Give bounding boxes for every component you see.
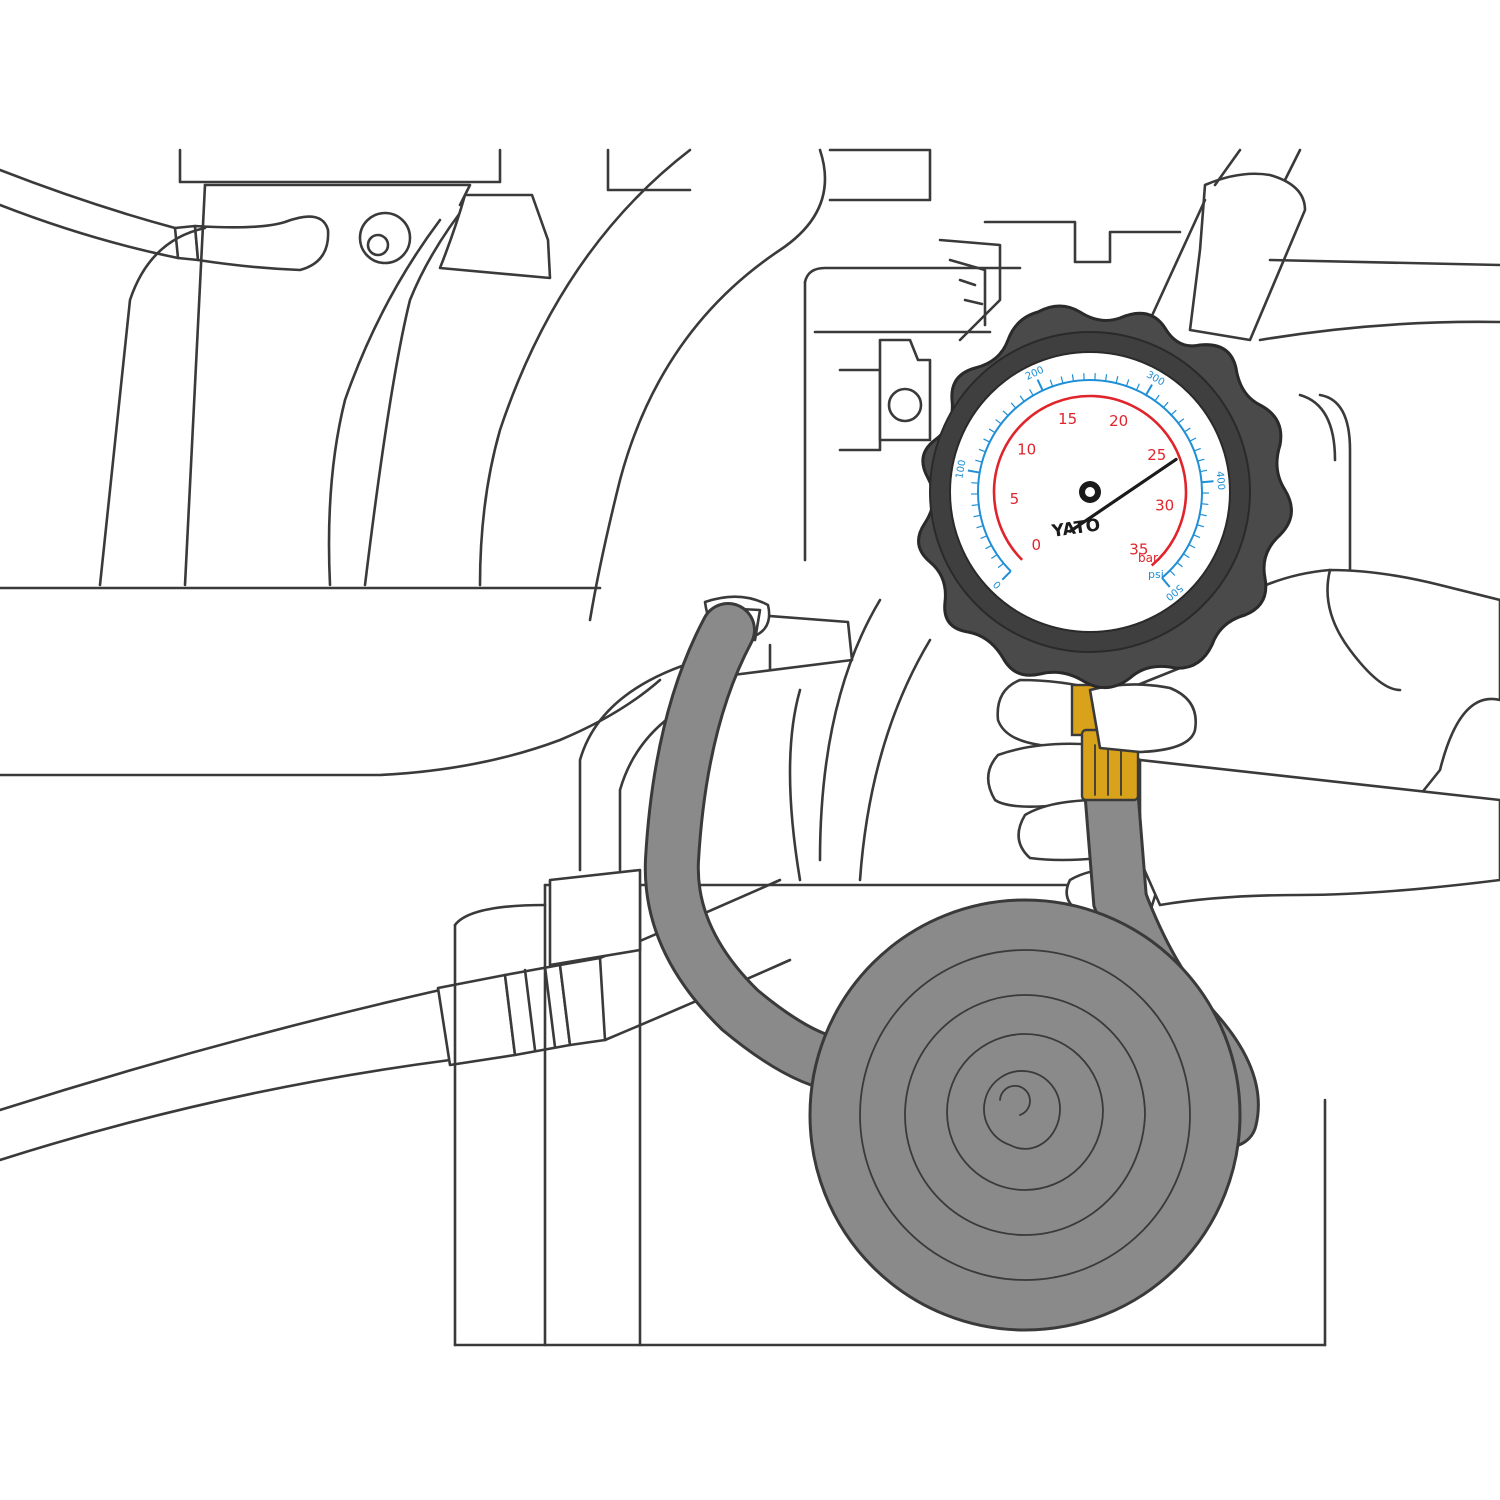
psi-scale-tick (1125, 379, 1130, 387)
psi-scale-tick (1029, 389, 1034, 396)
psi-scale-tick (1010, 402, 1017, 409)
bar-scale-label: 15 (1058, 410, 1077, 428)
bar-scale-label: 10 (1017, 440, 1036, 458)
hose-coil (808, 898, 1242, 1332)
bar-scale-label: 20 (1109, 412, 1128, 430)
psi-scale-tick (971, 482, 979, 484)
psi-scale-tick (976, 525, 984, 529)
psi-scale-tick (973, 514, 981, 518)
psi-scale-tick (1201, 503, 1209, 506)
psi-scale-tick (1104, 374, 1108, 382)
psi-scale-tick (1189, 437, 1197, 442)
psi-scale-tick (985, 544, 992, 550)
psi-scale-tick (1060, 376, 1064, 384)
psi-scale-tick (1169, 570, 1176, 576)
psi-scale-tick (983, 438, 991, 443)
psi-scale-tick (971, 504, 979, 507)
psi-scale-tick (1201, 480, 1214, 484)
psi-scale-tick (1154, 394, 1160, 402)
psi-scale-tick (1193, 534, 1201, 539)
gauge-psi-unit: psi (1148, 568, 1164, 581)
bar-scale-label: 35 (1129, 541, 1148, 559)
psi-scale-tick (1036, 379, 1044, 391)
psi-scale-tick (991, 554, 998, 560)
bar-scale-label: 25 (1147, 446, 1166, 464)
psi-scale-tick (997, 562, 1004, 569)
gauge-bar-unit: bar (1138, 551, 1158, 565)
psi-scale-tick (1019, 395, 1025, 402)
engine-bay-lineart (0, 148, 1500, 1347)
gauge-needle (1068, 457, 1178, 533)
psi-scale-tick (995, 419, 1002, 425)
psi-scale-label: 100 (954, 459, 968, 480)
psi-scale-tick (980, 535, 988, 540)
psi-scale-tick (1135, 383, 1140, 391)
psi-scale-label: 400 (1214, 471, 1227, 491)
bar-scale-label: 30 (1155, 497, 1174, 515)
needle-hub-inner (1085, 487, 1095, 497)
psi-scale-ticks (967, 373, 1214, 588)
psi-scale-tick (1200, 469, 1208, 473)
psi-scale-tick (1001, 570, 1012, 581)
bar-scale-labels: 0 5 10 15 20 25 30 35 (1010, 410, 1175, 559)
psi-scale-tick (1161, 577, 1171, 588)
bar-scale-label: 5 (1010, 490, 1020, 508)
psi-scale-tick (1170, 409, 1177, 416)
bar-scale-ring (992, 394, 1188, 567)
psi-scale-tick (1188, 544, 1196, 549)
psi-scale-tick (1196, 524, 1204, 528)
psi-scale-tick (1177, 418, 1185, 424)
psi-scale-tick (1193, 447, 1201, 452)
psi-scale-tick (988, 428, 996, 434)
psi-scale-arc (976, 379, 1203, 579)
psi-scale-tick (978, 448, 986, 453)
psi-scale-tick (1002, 410, 1009, 417)
psi-scale-tick (1071, 374, 1075, 382)
psi-scale-tick (1115, 376, 1119, 384)
bar-scale-label: 0 (1031, 536, 1041, 554)
psi-scale-tick (1184, 427, 1191, 433)
psi-scale-tick (1145, 384, 1153, 396)
psi-scale-tick (1176, 562, 1183, 568)
psi-scale-tick (1199, 513, 1207, 517)
psi-scale-tick (1183, 553, 1190, 559)
psi-scale-tick (1163, 401, 1169, 408)
psi-scale-tick (967, 469, 980, 474)
psi-scale-tick (1197, 458, 1205, 462)
psi-scale-tick (975, 459, 983, 463)
hand-fingers-front (1088, 683, 1198, 754)
psi-scale-tick (1049, 379, 1054, 387)
bar-scale-arc (992, 394, 1188, 567)
